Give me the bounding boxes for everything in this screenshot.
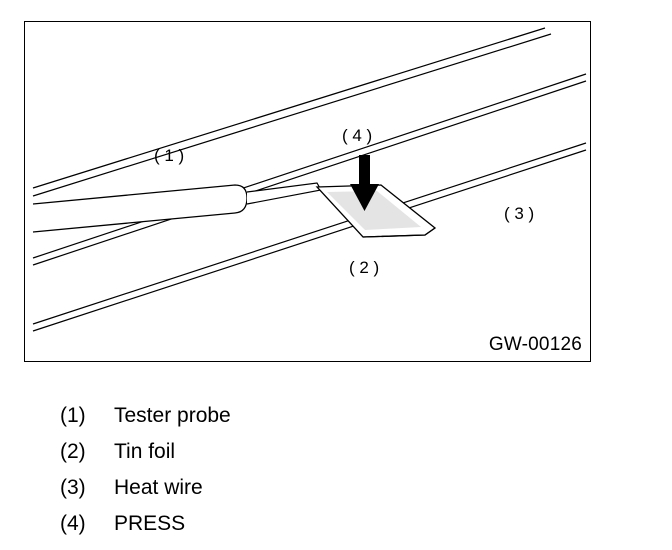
legend-label: Heat wire	[114, 476, 203, 499]
figure-code: GW-00126	[488, 334, 582, 355]
callout-tin-foil: ( 2 )	[349, 258, 379, 277]
callout-heat-wire: ( 3 )	[504, 204, 534, 223]
callout-tester-probe: ( 1 )	[154, 146, 184, 165]
lower-wire-line-b	[32, 149, 587, 332]
upper-wire-line-a	[32, 27, 546, 189]
legend-item: (1) Tester probe	[60, 398, 231, 434]
legend-label: Tin foil	[114, 440, 176, 463]
legend-label: Tester probe	[114, 404, 231, 427]
diagram-frame: ( 1 ) ( 4 ) ( 3 ) ( 2 ) GW-00126	[24, 21, 591, 362]
upper-wire-line-b	[32, 33, 552, 197]
middle-wire-line-b	[32, 80, 587, 266]
lower-wire-line-a	[32, 142, 587, 325]
legend-number: (4)	[60, 512, 86, 535]
middle-wire-line-a	[32, 73, 587, 259]
tester-probe	[32, 182, 322, 233]
rear-glass-defogger-diagram: ( 1 ) ( 4 ) ( 3 ) ( 2 )	[32, 27, 587, 332]
legend-number: (1)	[60, 404, 86, 427]
legend: (1) Tester probe (2) Tin foil (3) Heat w…	[60, 398, 231, 542]
tin-foil	[315, 184, 437, 238]
callout-press: ( 4 )	[342, 126, 372, 145]
press-arrow-icon	[350, 155, 379, 211]
legend-label: PRESS	[114, 512, 186, 535]
legend-number: (2)	[60, 440, 86, 463]
legend-item: (4) PRESS	[60, 506, 231, 542]
legend-item: (3) Heat wire	[60, 470, 231, 506]
legend-item: (2) Tin foil	[60, 434, 231, 470]
legend-number: (3)	[60, 476, 86, 499]
